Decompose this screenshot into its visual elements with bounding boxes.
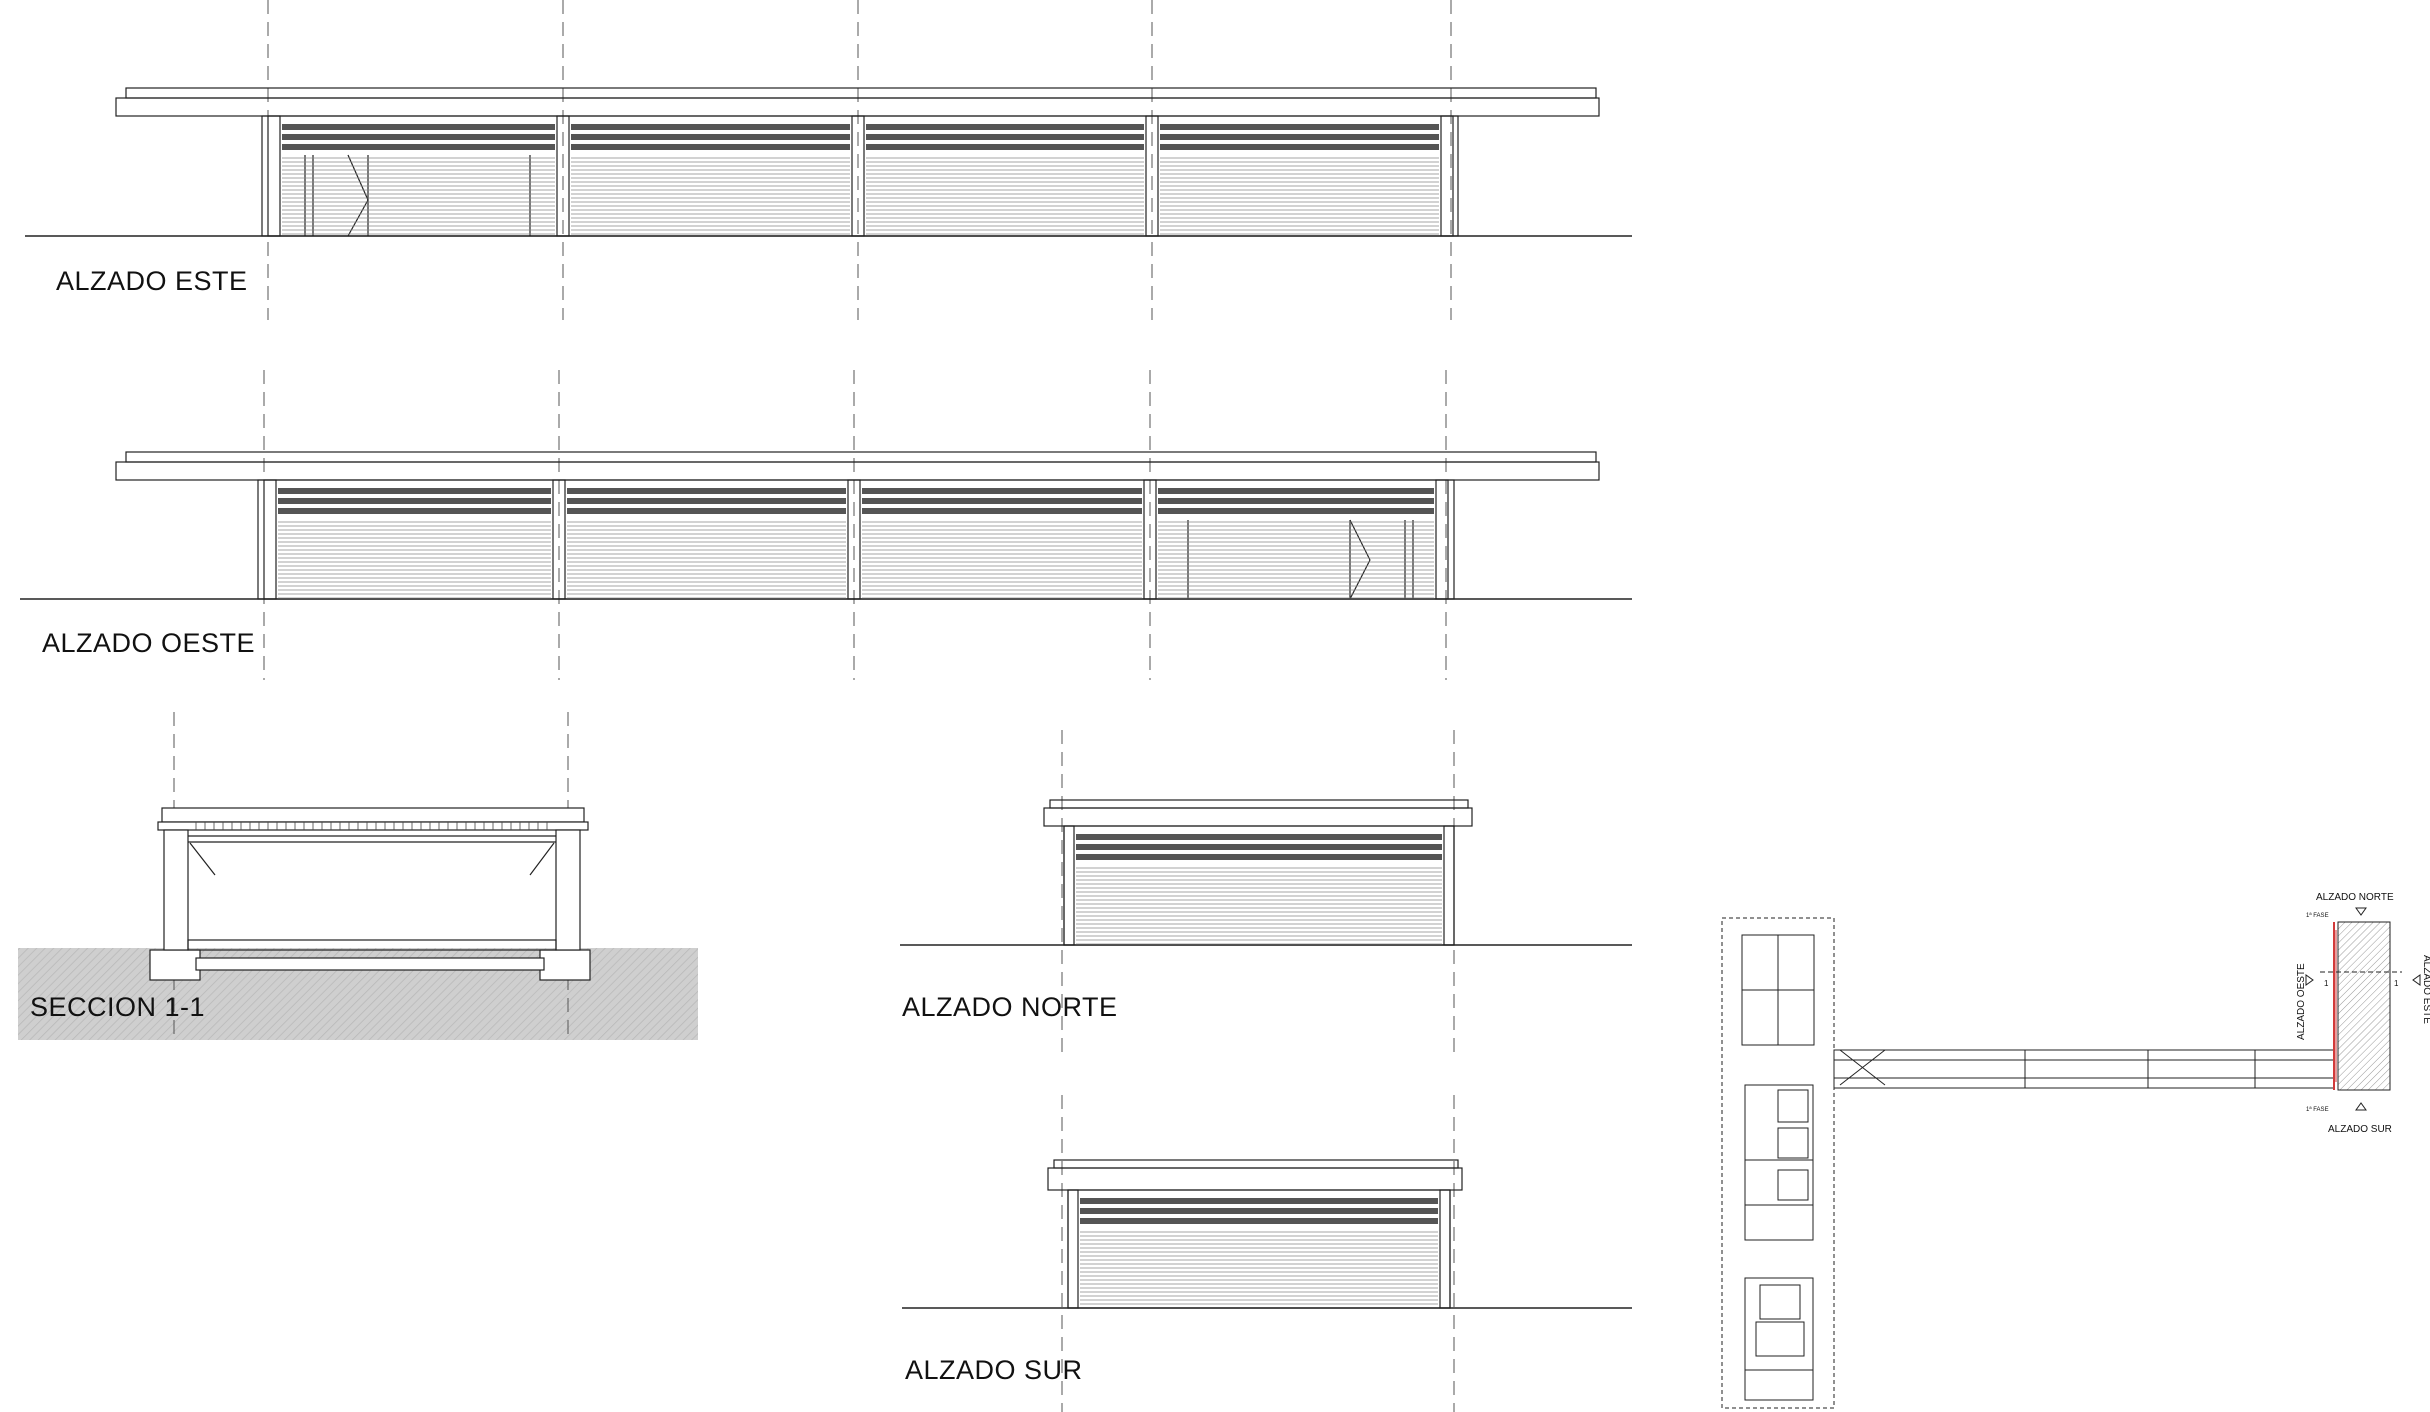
title-seccion-1-1: SECCION 1-1 <box>30 992 206 1022</box>
key-plan-labels: ALZADO NORTE ALZADO SUR ALZADO OESTE ALZ… <box>2296 892 2430 1135</box>
louver-band <box>866 124 1144 130</box>
louver-band <box>862 498 1142 504</box>
louver-band <box>567 498 846 504</box>
louver-band <box>866 134 1144 140</box>
section-1-1 <box>18 712 698 1040</box>
key-alzado-este: ALZADO ESTE <box>2421 955 2430 1024</box>
key-alzado-oeste: ALZADO OESTE <box>2296 963 2307 1040</box>
key-alzado-norte: ALZADO NORTE <box>2316 892 2394 903</box>
elevation-sur <box>902 1095 1632 1412</box>
louver-band <box>282 124 555 130</box>
louver-band <box>1158 498 1434 504</box>
louver-band <box>567 488 846 494</box>
louver-band <box>1160 144 1439 150</box>
title-alzado-este: ALZADO ESTE <box>56 266 248 296</box>
louver-band <box>571 134 850 140</box>
louver-band <box>1158 488 1434 494</box>
key-section-mark-right: 1 <box>2394 979 2399 988</box>
louver-band <box>278 498 551 504</box>
key-alzado-sur: ALZADO SUR <box>2328 1124 2392 1135</box>
louver-band <box>862 488 1142 494</box>
louver-band <box>862 508 1142 514</box>
louver-band <box>1076 834 1442 840</box>
louver-band <box>282 134 555 140</box>
key-fase-top: 1ª FASE <box>2306 912 2329 919</box>
title-alzado-oeste: ALZADO OESTE <box>42 628 256 658</box>
louvers-este <box>282 124 1439 235</box>
louvers-norte <box>1076 834 1442 945</box>
title-alzado-sur: ALZADO SUR <box>905 1355 1083 1385</box>
louver-band <box>571 144 850 150</box>
louver-band <box>1080 1208 1438 1214</box>
louvers-sur <box>1080 1198 1438 1305</box>
louver-band <box>866 144 1144 150</box>
key-section-mark-left: 1 <box>2324 979 2329 988</box>
elevation-oeste <box>20 370 1632 680</box>
louver-band <box>278 508 551 514</box>
title-alzado-norte: ALZADO NORTE <box>902 992 1118 1022</box>
louver-band <box>1160 124 1439 130</box>
louver-band <box>1158 508 1434 514</box>
louver-band <box>1076 844 1442 850</box>
key-fase-bottom: 1ª FASE <box>2306 1106 2329 1113</box>
louver-band <box>567 508 846 514</box>
louver-band <box>1080 1198 1438 1204</box>
key-plan <box>1721 907 2421 1409</box>
louver-band <box>571 124 850 130</box>
louver-band <box>278 488 551 494</box>
louver-band <box>1160 134 1439 140</box>
louver-band <box>1080 1218 1438 1224</box>
louver-band <box>1076 854 1442 860</box>
louver-band <box>282 144 555 150</box>
louvers-oeste <box>278 488 1434 599</box>
elevation-norte <box>900 730 1632 1060</box>
elevation-este <box>25 0 1632 320</box>
